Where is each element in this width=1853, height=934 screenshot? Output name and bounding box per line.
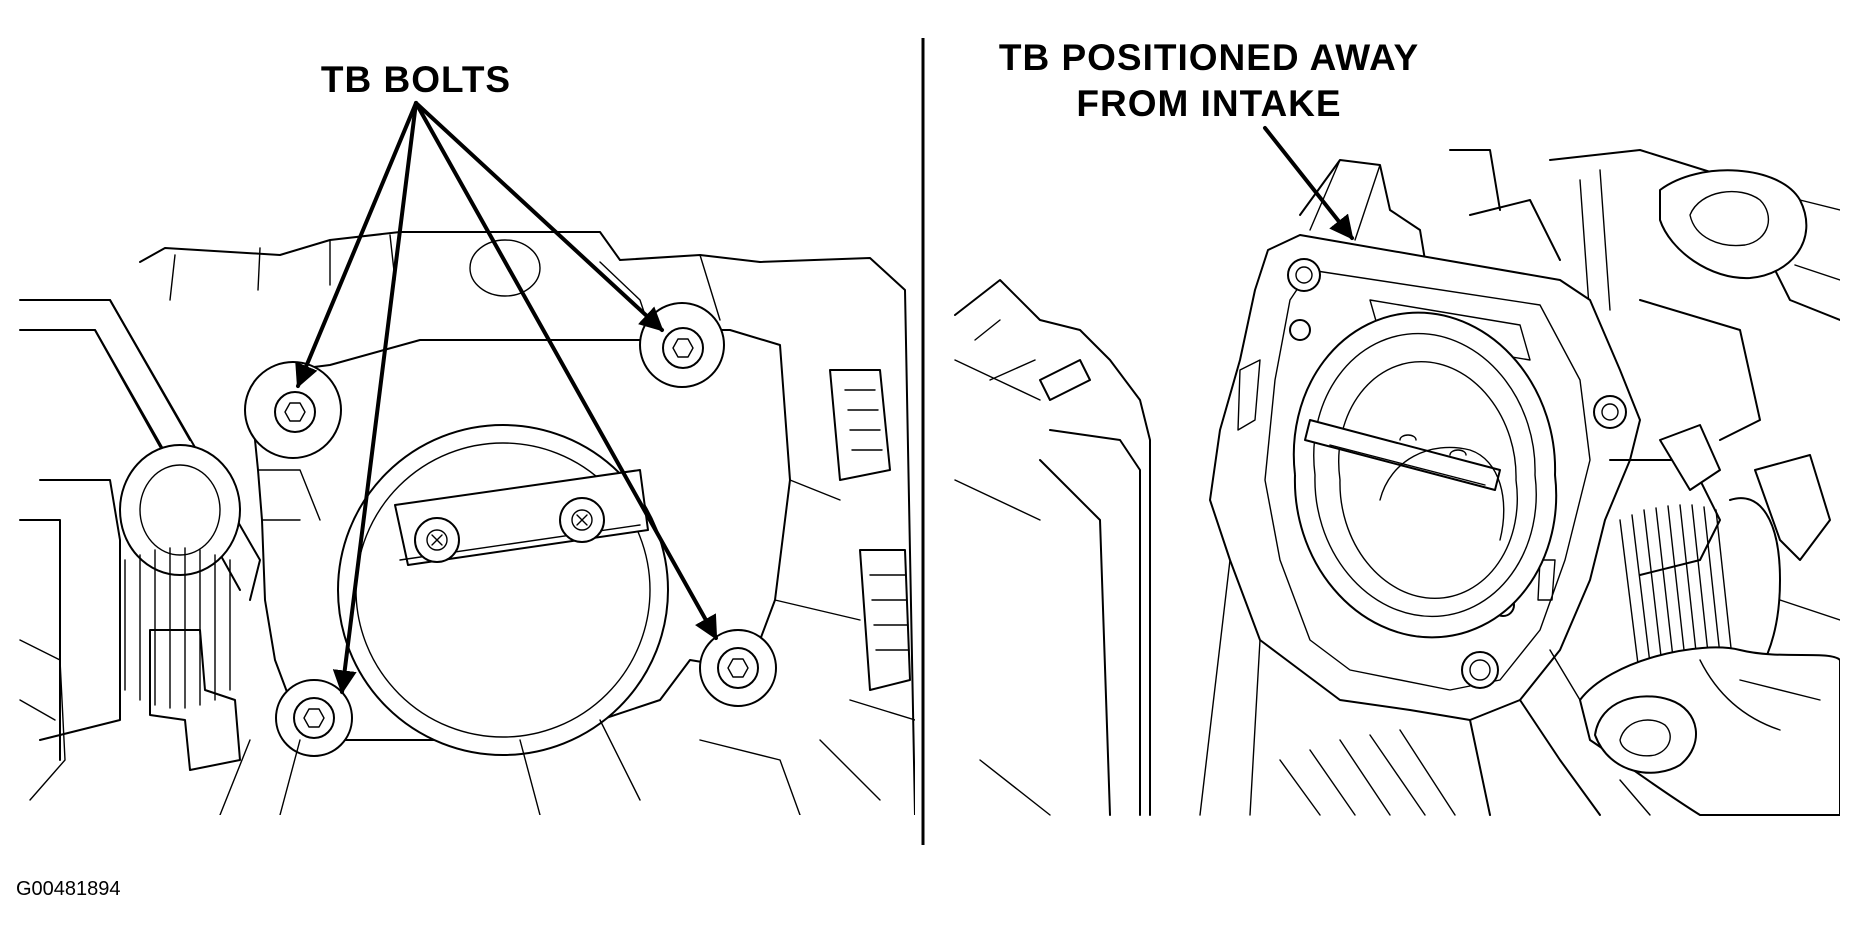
- leader-to-lower-right-bolt: [414, 101, 718, 641]
- tb-bolt-lower-left: [293, 697, 335, 739]
- tb-positioned-callout-line2: FROM INTAKE: [1076, 83, 1341, 124]
- left-panel-illustration: [19, 231, 915, 815]
- leader-to-tb-flange: [1263, 126, 1354, 240]
- tb-bolt-lower-right: [717, 647, 759, 689]
- right-panel-illustration: [954, 149, 1840, 816]
- tb-positioned-callout-line1: TB POSITIONED AWAY: [999, 37, 1419, 78]
- actuator-coils: [1619, 504, 1737, 695]
- leader-to-upper-left-bolt: [295, 101, 418, 389]
- tb-bolts-callout: TB BOLTS: [321, 59, 511, 100]
- tb-bolt-upper-left: [274, 391, 316, 433]
- leader-to-upper-right-bolt: [414, 101, 664, 332]
- figure-id: G00481894: [16, 878, 121, 900]
- tb-bolt-upper-right: [662, 327, 704, 369]
- spring-coils: [124, 547, 231, 709]
- leader-to-lower-left-bolt: [332, 101, 418, 695]
- tb-bolts-leaders: [295, 101, 718, 695]
